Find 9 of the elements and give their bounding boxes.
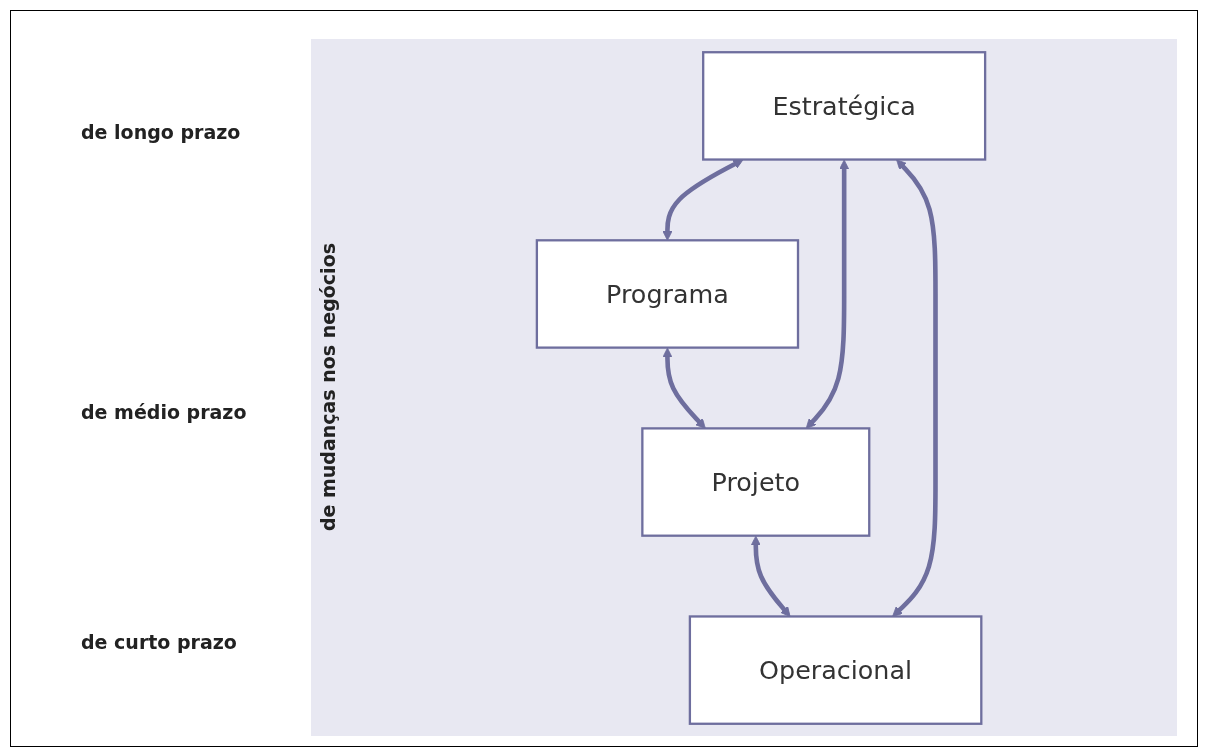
axis-label: de mudanças nos negócios <box>316 243 340 532</box>
node-box: Operacional <box>688 614 983 725</box>
arrow <box>662 158 744 241</box>
node-box: Estratégica <box>702 50 987 161</box>
node-box: Projeto <box>641 426 871 537</box>
time-band-label: de longo prazo <box>81 121 241 143</box>
time-band-label: de curto prazo <box>81 631 237 653</box>
node-box: Programa <box>535 238 800 349</box>
time-band-label: de médio prazo <box>81 401 247 423</box>
